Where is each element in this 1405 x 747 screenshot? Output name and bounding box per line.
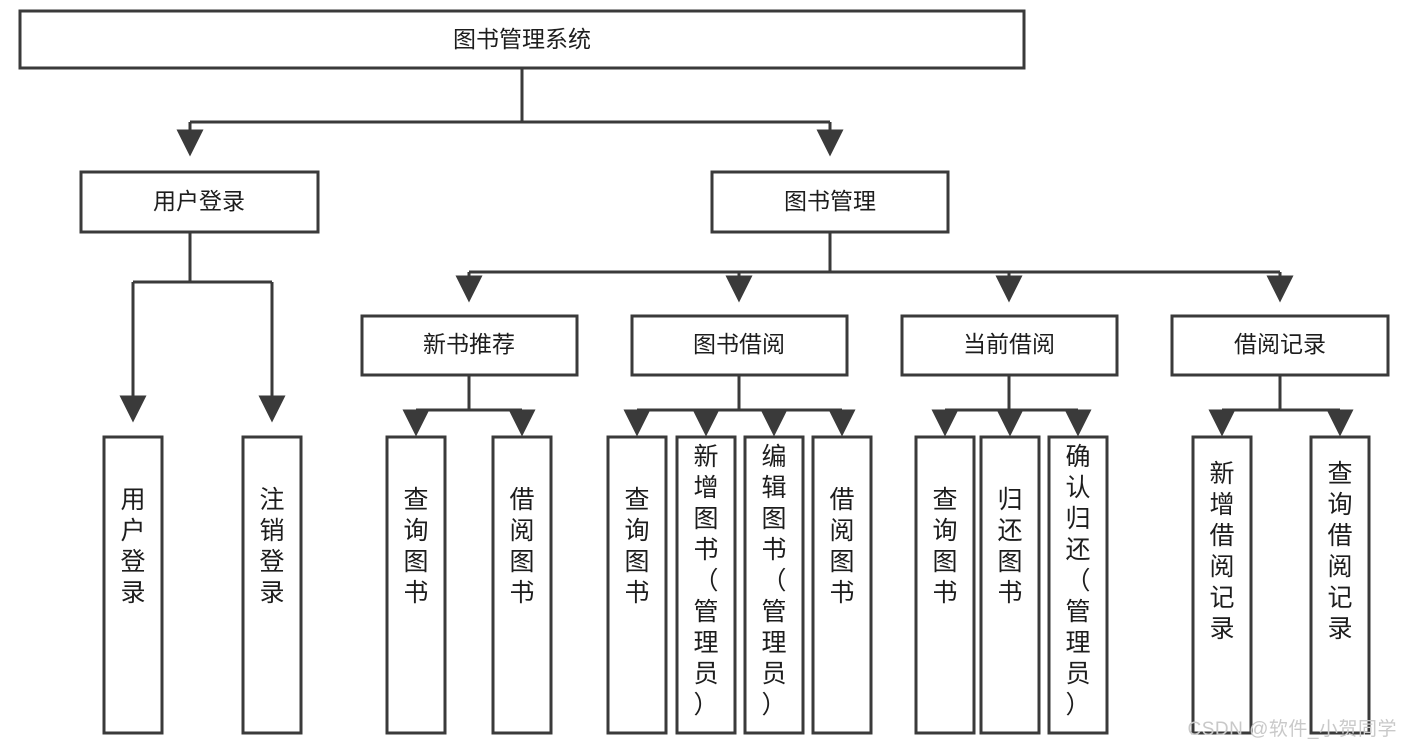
leaf-add-book-box bbox=[675, 435, 737, 735]
node-leaf-query-book-3[interactable]: 查询图书 bbox=[914, 435, 976, 735]
leaf-query-book-2-box bbox=[606, 435, 668, 735]
leaf-borrow-book-1-box bbox=[491, 435, 553, 735]
node-book-borrow[interactable]: 图书借阅 bbox=[630, 314, 849, 377]
node-current-borrow[interactable]: 当前借阅 bbox=[900, 314, 1119, 377]
node-leaf-add-book[interactable]: 新增图书（管理员） bbox=[675, 435, 737, 735]
node-user-login[interactable]: 用户登录 bbox=[79, 170, 320, 234]
leaf-borrow-book-1-label: 借阅图书 bbox=[509, 486, 534, 607]
leaf-add-record-box bbox=[1191, 435, 1253, 735]
leaf-add-book-label: 新增图书（管理员） bbox=[693, 443, 718, 719]
node-leaf-query-book-1[interactable]: 查询图书 bbox=[385, 435, 447, 735]
leaf-node-layer: 用户登录 注销登录 查询图书 借阅图书 查询图书 新增图书（管理员） bbox=[102, 435, 1371, 735]
leaf-logout-login-label: 注销登录 bbox=[259, 486, 284, 607]
user-login-box bbox=[79, 170, 320, 234]
leaf-edit-book-box bbox=[743, 435, 805, 735]
leaf-query-record-box bbox=[1309, 435, 1371, 735]
root-label: 图书管理系统 bbox=[453, 26, 591, 52]
node-leaf-add-record[interactable]: 新增借阅记录 bbox=[1191, 435, 1253, 735]
node-borrow-record[interactable]: 借阅记录 bbox=[1170, 314, 1390, 377]
leaf-query-book-1-box bbox=[385, 435, 447, 735]
user-login-label: 用户登录 bbox=[153, 188, 245, 214]
node-leaf-return-book[interactable]: 归还图书 bbox=[979, 435, 1041, 735]
book-management-box bbox=[710, 170, 950, 234]
new-book-recommend-label: 新书推荐 bbox=[423, 331, 515, 357]
new-book-recommend-box bbox=[360, 314, 579, 377]
node-leaf-query-record[interactable]: 查询借阅记录 bbox=[1309, 435, 1371, 735]
leaf-query-book-1-label: 查询图书 bbox=[403, 486, 428, 607]
leaf-borrow-book-2-label: 借阅图书 bbox=[829, 486, 854, 607]
leaf-edit-book-label: 编辑图书（管理员） bbox=[761, 443, 786, 719]
book-borrow-label: 图书借阅 bbox=[693, 331, 785, 357]
node-leaf-user-login[interactable]: 用户登录 bbox=[102, 435, 164, 735]
leaf-logout-login-box bbox=[241, 435, 303, 735]
current-borrow-label: 当前借阅 bbox=[963, 331, 1055, 357]
connector-layer bbox=[119, 68, 1354, 437]
leaf-query-book-3-label: 查询图书 bbox=[932, 486, 957, 607]
book-borrow-box bbox=[630, 314, 849, 377]
node-leaf-borrow-book-1[interactable]: 借阅图书 bbox=[491, 435, 553, 735]
node-leaf-confirm-return[interactable]: 确认归还（管理员） bbox=[1047, 435, 1109, 735]
current-borrow-box bbox=[900, 314, 1119, 377]
borrow-record-label: 借阅记录 bbox=[1234, 331, 1326, 357]
node-leaf-logout-login[interactable]: 注销登录 bbox=[241, 435, 303, 735]
root-box bbox=[18, 9, 1026, 70]
leaf-return-book-box bbox=[979, 435, 1041, 735]
leaf-user-login-box bbox=[102, 435, 164, 735]
leaf-query-record-label: 查询借阅记录 bbox=[1327, 460, 1352, 643]
node-leaf-edit-book[interactable]: 编辑图书（管理员） bbox=[743, 435, 805, 735]
leaf-confirm-return-box bbox=[1047, 435, 1109, 735]
node-leaf-borrow-book-2[interactable]: 借阅图书 bbox=[811, 435, 873, 735]
book-management-label: 图书管理 bbox=[784, 188, 876, 214]
leaf-return-book-label: 归还图书 bbox=[997, 486, 1022, 607]
leaf-query-book-2-label: 查询图书 bbox=[624, 486, 649, 607]
node-leaf-query-book-2[interactable]: 查询图书 bbox=[606, 435, 668, 735]
node-root-book-management-system[interactable]: 图书管理系统 bbox=[18, 9, 1026, 70]
leaf-query-book-3-box bbox=[914, 435, 976, 735]
leaf-add-record-label: 新增借阅记录 bbox=[1209, 460, 1234, 643]
leaf-borrow-book-2-box bbox=[811, 435, 873, 735]
node-new-book-recommend[interactable]: 新书推荐 bbox=[360, 314, 579, 377]
borrow-record-box bbox=[1170, 314, 1390, 377]
leaf-user-login-label: 用户登录 bbox=[120, 486, 145, 607]
leaf-confirm-return-label: 确认归还（管理员） bbox=[1065, 443, 1090, 719]
node-book-management[interactable]: 图书管理 bbox=[710, 170, 950, 234]
